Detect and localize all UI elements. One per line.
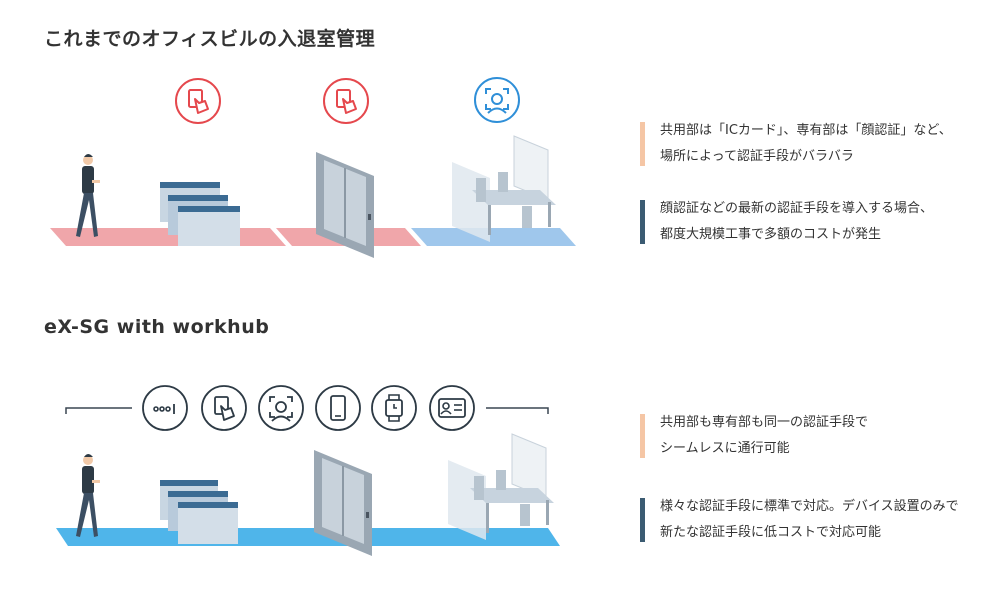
note-seamless-access: 共用部も専有部も同一の認証手段で シームレスに通行可能 <box>640 410 868 462</box>
ic-card-icon <box>175 78 221 124</box>
bracket-line <box>65 407 549 414</box>
note-line: 場所によって認証手段がバラバラ <box>660 149 854 164</box>
section-title-after: eX-SG with workhub <box>44 316 270 338</box>
id-card-icon <box>429 385 475 431</box>
ic-card-icon <box>201 385 247 431</box>
note-line: 共用部も専有部も同一の認証手段で <box>660 415 869 430</box>
note-bar <box>640 122 645 166</box>
office-room <box>452 135 556 242</box>
elevator <box>314 450 372 556</box>
smartwatch-icon <box>371 385 417 431</box>
note-line: 都度大規模工事で多額のコストが発生 <box>660 227 882 242</box>
person-figure <box>76 454 100 537</box>
pin-code-icon <box>142 385 188 431</box>
face-recognition-icon <box>258 385 304 431</box>
security-gates <box>160 480 238 544</box>
elevator <box>316 152 374 258</box>
person-figure <box>76 154 100 237</box>
note-bar <box>640 200 645 244</box>
note-low-cost: 様々な認証手段に標準で対応。デバイス設置のみで 新たな認証手段に低コストで対応可… <box>640 494 959 546</box>
note-bar <box>640 498 645 542</box>
ic-card-icon <box>323 78 369 124</box>
section-title-before: これまでのオフィスビルの入退室管理 <box>44 28 376 50</box>
security-gates <box>160 182 240 246</box>
note-line: 共用部は「ICカード」、専有部は「顔認証」など、 <box>660 123 952 138</box>
face-recognition-icon <box>474 77 520 123</box>
note-line: 様々な認証手段に標準で対応。デバイス設置のみで <box>660 499 959 514</box>
note-line: 顔認証などの最新の認証手段を導入する場合、 <box>660 201 934 216</box>
note-bar <box>640 414 645 458</box>
office-room <box>448 433 554 540</box>
note-high-cost: 顔認証などの最新の認証手段を導入する場合、 都度大規模工事で多額のコストが発生 <box>640 196 933 248</box>
note-line: 新たな認証手段に低コストで対応可能 <box>660 525 882 540</box>
smartphone-icon <box>315 385 361 431</box>
note-inconsistent-auth: 共用部は「ICカード」、専有部は「顔認証」など、 場所によって認証手段がバラバラ <box>640 118 952 170</box>
note-line: シームレスに通行可能 <box>660 441 790 456</box>
floor-blue <box>411 228 576 246</box>
